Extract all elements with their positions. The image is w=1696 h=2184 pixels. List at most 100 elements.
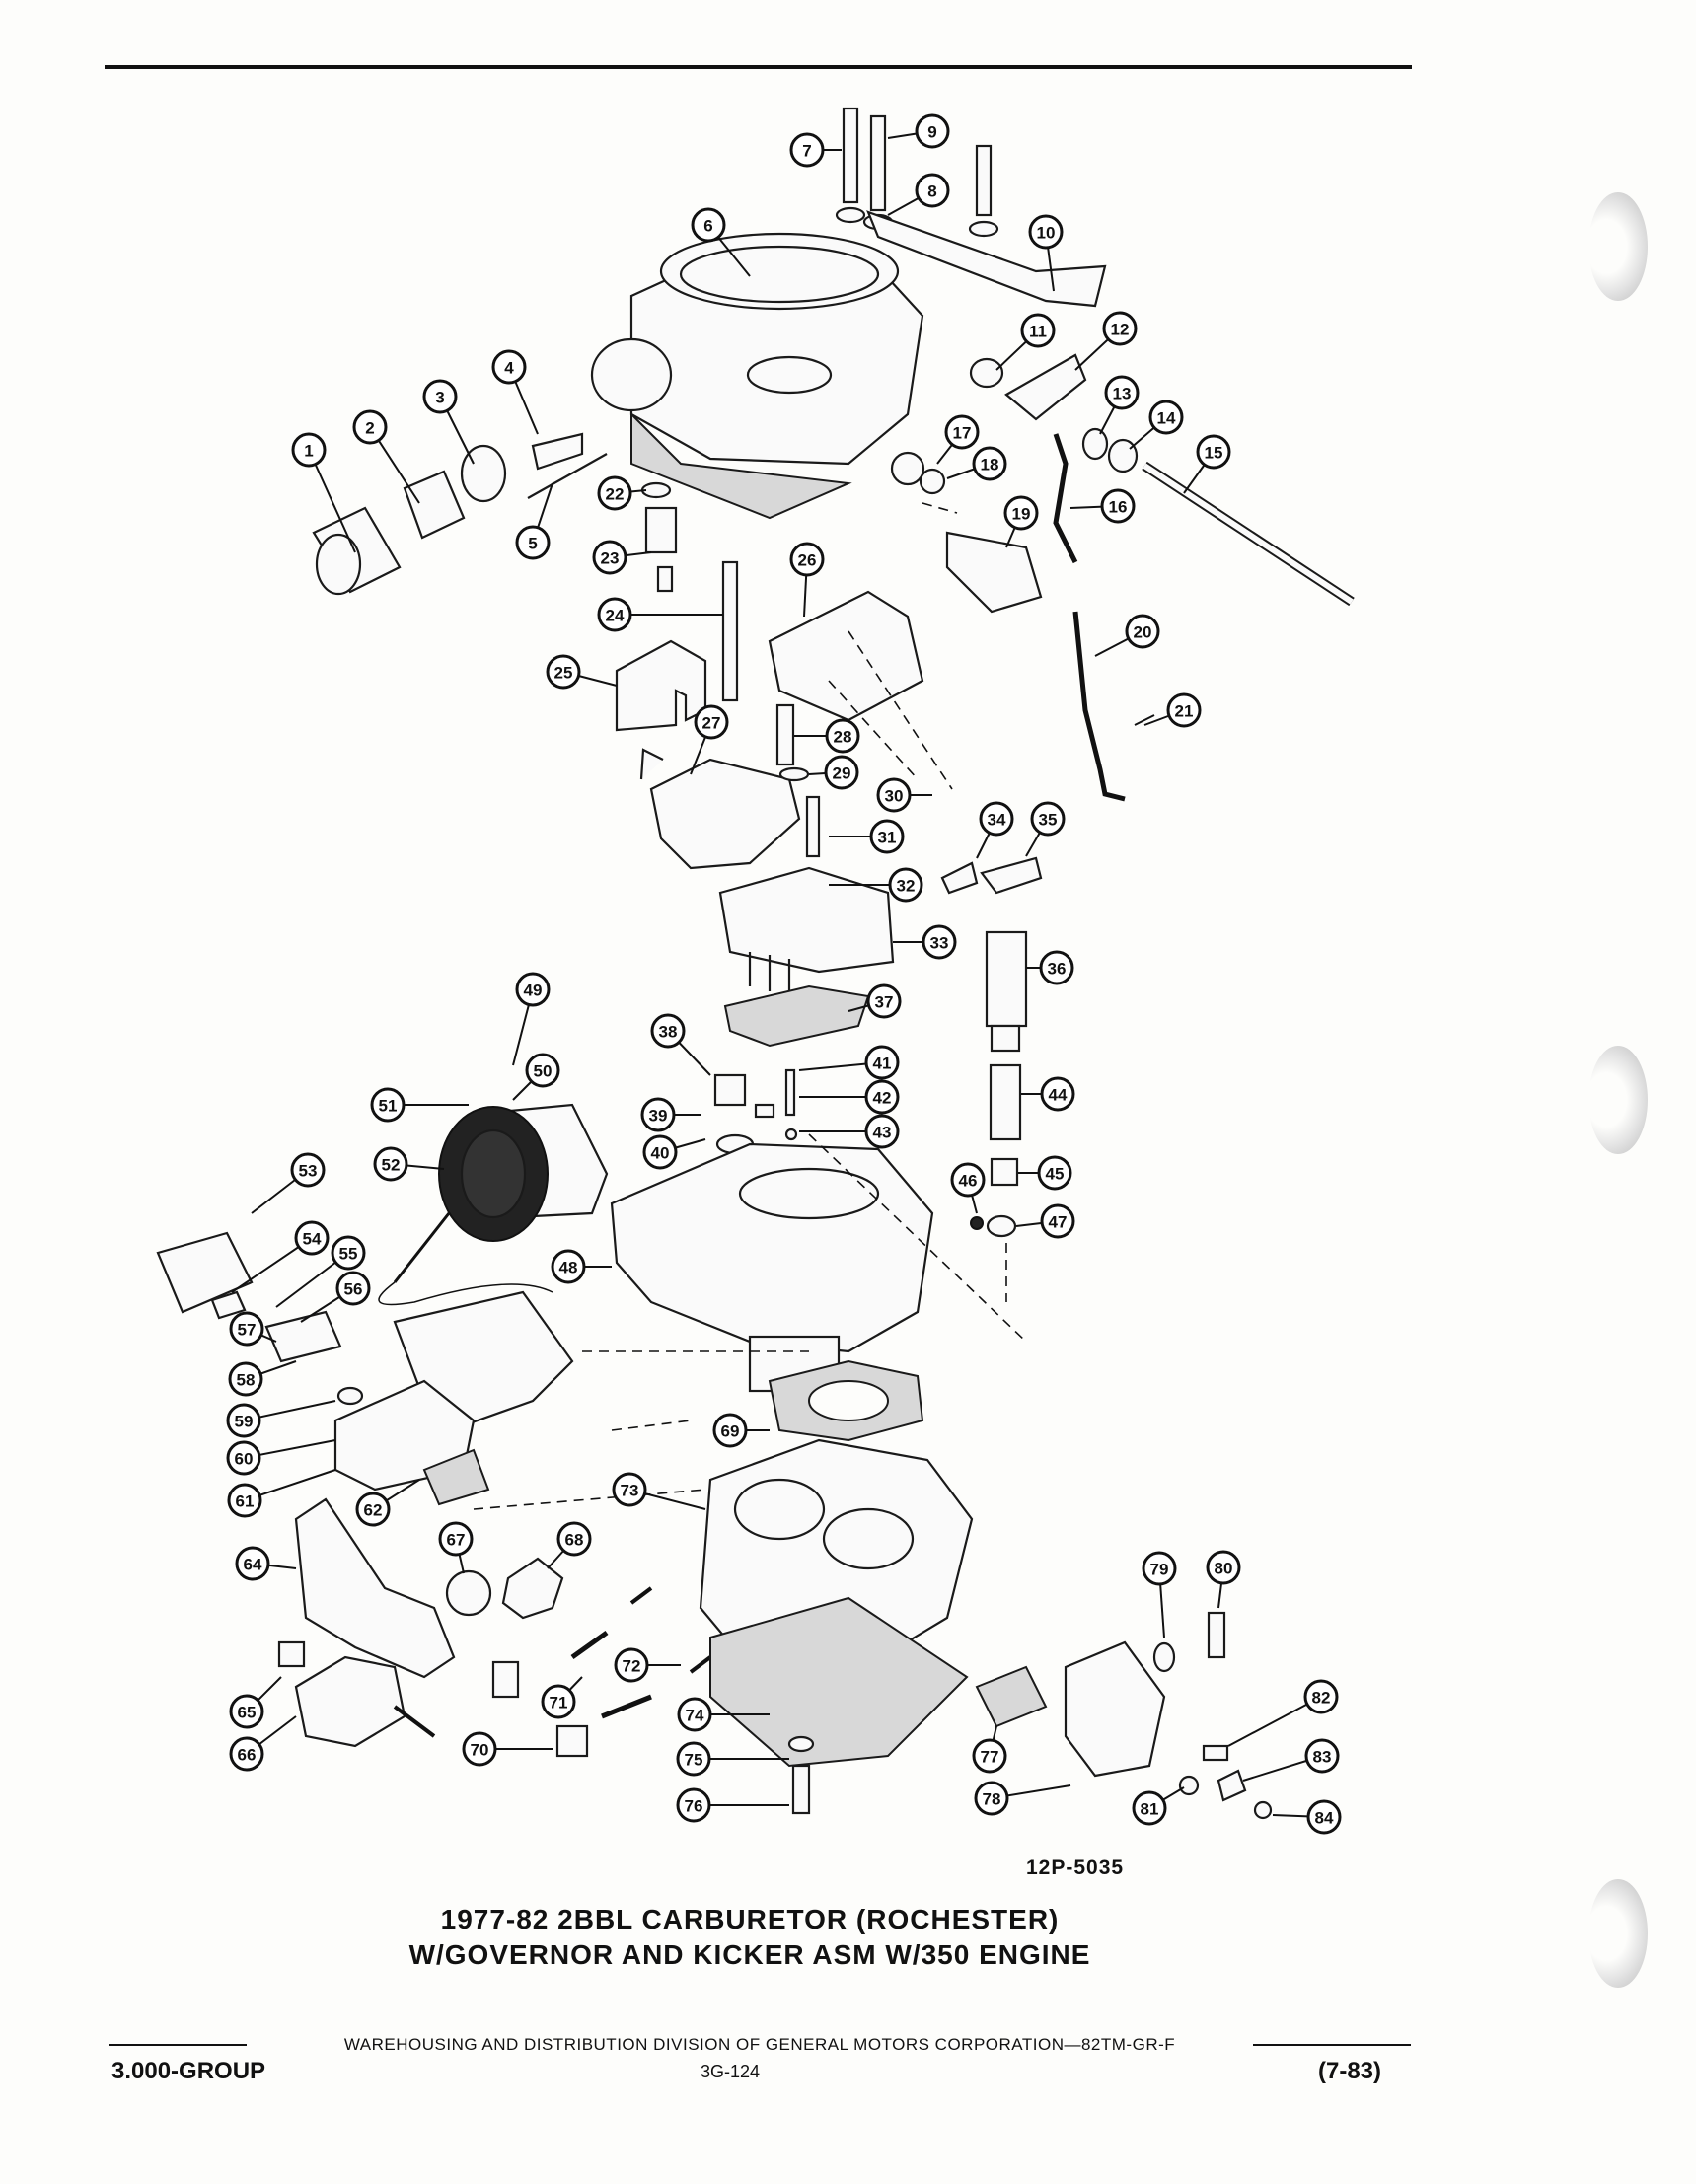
callout-circle — [694, 704, 729, 740]
callout-number: 26 — [798, 551, 817, 570]
callout-70: 70 — [462, 1731, 553, 1767]
callout-57: 57 — [229, 1311, 277, 1347]
callout-circle — [866, 983, 902, 1019]
callout-circle — [864, 1114, 900, 1149]
callout-circle — [864, 1045, 900, 1080]
callout-number: 55 — [339, 1245, 358, 1264]
callout-number: 56 — [344, 1280, 363, 1299]
callout-54: 54 — [231, 1220, 330, 1293]
callout-1: 1 — [291, 432, 356, 553]
callout-60: 60 — [226, 1439, 336, 1476]
callout-77: 77 — [972, 1725, 1007, 1774]
callout-number: 52 — [382, 1156, 401, 1175]
footer-rule-right — [1253, 2044, 1411, 2046]
callout-circle — [597, 475, 632, 511]
callout-circle — [462, 1731, 497, 1767]
callout-40: 40 — [642, 1134, 706, 1170]
callout-number: 47 — [1049, 1213, 1068, 1232]
callout-19: 19 — [1003, 495, 1039, 548]
callout-circle — [789, 542, 825, 577]
callout-42: 42 — [799, 1079, 900, 1115]
diagram-reference-code: 12P-5035 — [1026, 1856, 1125, 1879]
callout-39: 39 — [640, 1097, 701, 1132]
callout-36: 36 — [1026, 950, 1074, 985]
binder-hole-bottom — [1588, 1879, 1648, 1988]
callout-circle — [226, 1403, 261, 1438]
callout-number: 23 — [601, 549, 620, 568]
callout-number: 82 — [1312, 1689, 1331, 1708]
callout-number: 53 — [299, 1162, 318, 1181]
callout-9: 9 — [887, 113, 950, 149]
callout-number: 43 — [873, 1124, 892, 1142]
callout-37: 37 — [848, 983, 902, 1019]
callout-number: 14 — [1157, 409, 1176, 428]
callout-18: 18 — [946, 446, 1007, 481]
callout-circle — [515, 525, 551, 560]
callout-55: 55 — [275, 1235, 366, 1308]
callout-circle — [1166, 692, 1202, 728]
callout-number: 60 — [235, 1450, 254, 1469]
callout-circle — [370, 1087, 406, 1123]
callout-circle — [546, 654, 581, 690]
binder-hole-top — [1588, 192, 1648, 301]
callout-number: 13 — [1113, 385, 1132, 403]
callout-number: 7 — [802, 142, 811, 161]
callout-circle — [650, 1013, 686, 1049]
callout-number: 10 — [1037, 224, 1056, 243]
callout-24: 24 — [597, 597, 723, 632]
callout-circle — [1030, 801, 1066, 837]
callout-43: 43 — [799, 1114, 900, 1149]
callout-67: 67 — [438, 1521, 474, 1574]
callout-61: 61 — [227, 1469, 336, 1518]
callout-number: 73 — [621, 1482, 639, 1500]
callout-number: 12 — [1111, 321, 1130, 339]
carburetor-parts-drawing — [156, 107, 1355, 1820]
callout-circle — [614, 1647, 649, 1683]
callout-34: 34 — [976, 801, 1014, 859]
callout-number: 62 — [364, 1501, 383, 1520]
callout-number: 57 — [238, 1321, 257, 1340]
callout-45: 45 — [1018, 1155, 1072, 1191]
callout-13: 13 — [1099, 375, 1140, 435]
callout-circle — [226, 1440, 261, 1476]
callout-circle — [944, 414, 980, 450]
callout-number: 22 — [606, 485, 625, 504]
callout-32: 32 — [829, 867, 923, 903]
callout-number: 48 — [559, 1259, 578, 1277]
callout-number: 17 — [953, 424, 972, 443]
callout-circle — [355, 1492, 391, 1527]
callout-number: 68 — [565, 1531, 584, 1550]
callout-29: 29 — [808, 755, 859, 790]
callout-circle — [373, 1146, 408, 1182]
callout-73: 73 — [612, 1472, 706, 1510]
callout-number: 29 — [833, 764, 851, 783]
callout-number: 21 — [1175, 702, 1194, 721]
callout-12: 12 — [1074, 311, 1138, 371]
callout-64: 64 — [235, 1546, 297, 1581]
callout-76: 76 — [676, 1787, 789, 1823]
callout-number: 40 — [651, 1144, 670, 1163]
callout-4: 4 — [491, 349, 539, 435]
callout-84: 84 — [1272, 1799, 1342, 1835]
callout-circle — [1148, 400, 1184, 435]
callout-circle — [1125, 614, 1160, 649]
callout-circle — [1206, 1550, 1241, 1585]
callout-number: 50 — [534, 1062, 553, 1081]
callout-circle — [979, 801, 1014, 837]
callout-circle — [335, 1271, 371, 1306]
callout-circle — [294, 1220, 330, 1256]
callout-circle — [1040, 1203, 1075, 1239]
footer-revision: (7-83) — [1318, 2058, 1382, 2084]
callout-circle — [331, 1235, 366, 1271]
callout-59: 59 — [226, 1400, 336, 1438]
callout-7: 7 — [789, 132, 842, 168]
callout-number: 79 — [1150, 1561, 1169, 1579]
callout-number: 11 — [1029, 323, 1047, 341]
callout-number: 84 — [1315, 1809, 1334, 1828]
callout-49: 49 — [512, 972, 551, 1066]
callout-number: 20 — [1134, 623, 1152, 642]
callout-number: 33 — [930, 934, 949, 953]
callout-74: 74 — [677, 1697, 770, 1732]
callout-48: 48 — [551, 1249, 612, 1284]
callout-number: 74 — [686, 1707, 704, 1725]
